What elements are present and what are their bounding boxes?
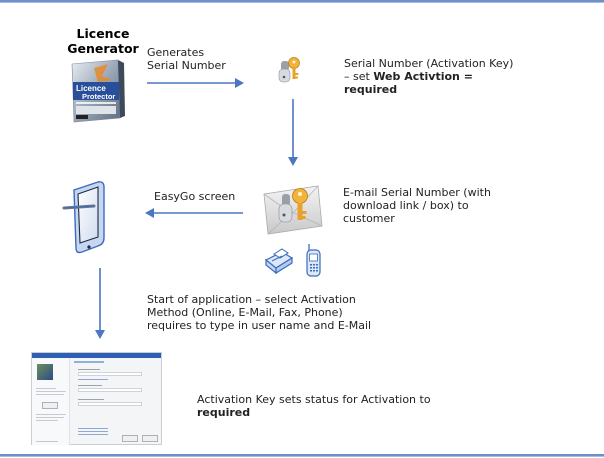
email-text-line2: download link / box) to (343, 199, 469, 212)
edge-generates-label: Generates Serial Number (147, 46, 226, 72)
arrow-key-to-email (288, 99, 298, 166)
screenshot-sidebar (32, 358, 70, 445)
arrow-easygo-to-activation (95, 268, 105, 339)
top-rule (0, 0, 604, 3)
fax-icon (264, 248, 294, 275)
screenshot-product-box (37, 364, 53, 380)
box-label-licence: Licence (76, 84, 106, 93)
serial-key-text: Serial Number (Activation Key) – set Web… (344, 57, 513, 96)
serial-key-text-line1: Serial Number (Activation Key) (344, 57, 514, 70)
keys-icon (278, 57, 300, 83)
online-activation-screenshot (31, 352, 162, 445)
envelope-keys-icon (263, 185, 323, 235)
screenshot-back-button (122, 435, 138, 442)
box-label-protector: Protector (82, 92, 115, 101)
screenshot-next-button (142, 435, 158, 442)
generator-title: Licence Generator (66, 26, 140, 56)
edge-generates-label-line2: Serial Number (147, 59, 226, 72)
screenshot-heading (74, 361, 104, 363)
bottom-rule (0, 454, 604, 457)
activation-status-value: required (197, 406, 251, 419)
generator-title-line1: Licence (76, 26, 130, 41)
activation-text: Activation Key sets status for Activatio… (197, 393, 431, 419)
serial-key-text-line2: – set Web Activtion = (344, 70, 513, 83)
web-activation-setting: Web Activtion = (373, 70, 473, 83)
serial-key-prefix: – set (344, 70, 374, 83)
screenshot-side-button (42, 402, 58, 409)
email-text-line3: customer (343, 212, 395, 225)
screenshot-titlebar (32, 353, 161, 358)
arrow-generator-to-key (147, 78, 244, 88)
start-app-text: Start of application – select Activation… (147, 293, 371, 332)
activation-text-line1: Activation Key sets status for Activatio… (197, 393, 431, 406)
web-activation-value: required (344, 83, 398, 96)
email-text: E-mail Serial Number (with download link… (343, 186, 491, 225)
edge-easygo-label: EasyGo screen (154, 190, 236, 203)
software-box-icon: Licence Protector (71, 59, 125, 123)
start-app-text-line1: Start of application – select Activation (147, 293, 356, 306)
email-text-line1: E-mail Serial Number (with (343, 186, 491, 199)
generator-title-line2: Generator (67, 41, 139, 56)
start-app-text-line3: requires to type in user name and E-Mail (147, 319, 372, 332)
mobile-phone-icon (306, 244, 321, 277)
tablet-stylus-icon (62, 181, 105, 254)
edge-generates-label-line1: Generates (147, 46, 205, 59)
start-app-text-line2: Method (Online, E-Mail, Fax, Phone) (147, 306, 343, 319)
arrow-email-to-easygo (145, 208, 243, 218)
